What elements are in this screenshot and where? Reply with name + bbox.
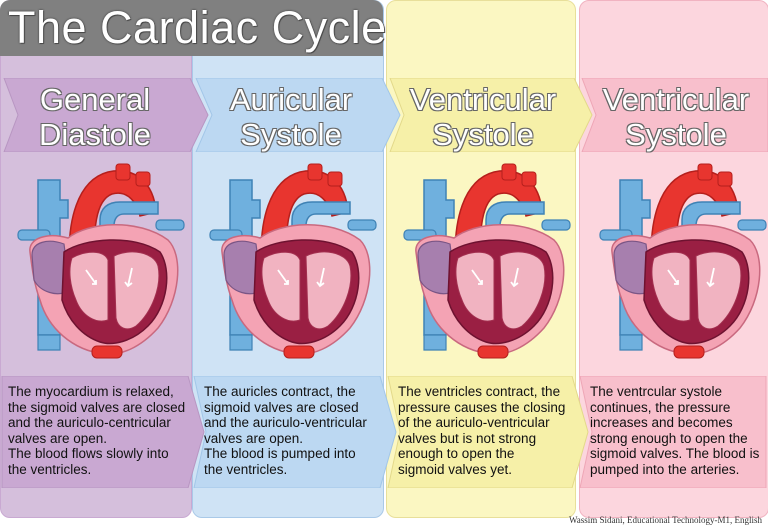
phase-heading-auricular: Auricular Systole [196, 82, 386, 152]
heading-line1: General [39, 82, 151, 117]
heading-line1: Ventricular [602, 82, 750, 117]
description-line: increases and becomes [590, 415, 733, 430]
description-line: the ventricles. [8, 461, 92, 477]
description-line: pumped into the arteries. [590, 461, 740, 477]
description-diastole: The myocardium is relaxed, the sigmoid v… [0, 376, 190, 488]
heading-line1: Ventricular [409, 82, 557, 117]
description-line: and the auriculo-ventricular [204, 415, 367, 430]
description-line: The blood is pumped into [204, 446, 356, 461]
title-bar [0, 0, 383, 56]
heart-auricular-illustration [209, 163, 377, 359]
desc-arrow-ventricular-2 [579, 376, 767, 488]
desc-arrow-diastole [1, 376, 205, 488]
arrow-auricular [195, 78, 401, 152]
description-line: sigmoid valves are closed [204, 399, 359, 415]
description-line: and the auriculo-centricular [8, 415, 171, 430]
description-line: The ventricles contract, the [398, 384, 561, 399]
description-line: of the auriculo-ventricular [398, 415, 550, 430]
description-line: enough to open the [398, 446, 515, 461]
heading-line2: Systole [432, 117, 534, 152]
desc-arrow-ventricular [387, 376, 589, 488]
arrow-ventricular-2 [581, 78, 768, 152]
description-line: valves are open. [204, 430, 304, 446]
credit-text: Wassim Sidani, Educational Technology-M1… [569, 515, 762, 525]
description-line: The auricles contract, the [204, 384, 356, 399]
heading-line2: Systole [240, 117, 342, 152]
description-arrows [1, 376, 767, 488]
description-line: sigmoid valves yet. [398, 461, 513, 477]
description-line: continues, the pressure [590, 399, 731, 415]
description-line: strong enough to open the [590, 430, 748, 446]
heading-line2: Systole [625, 117, 727, 152]
description-line: valves but is not strong [398, 430, 537, 446]
page-title: The Cardiac Cycle [8, 2, 387, 53]
description-line: valves are open. [8, 430, 108, 446]
heart-diastole-illustration [17, 163, 185, 359]
phase-heading-ventricular: Ventricular Systole [390, 82, 576, 152]
phase-arrows [3, 78, 768, 152]
description-line: The myocardium is relaxed, [8, 384, 174, 399]
description-auricular: The auricles contract, the sigmoid valve… [196, 376, 384, 488]
description-line: The ventrcular systole [590, 384, 723, 399]
desc-arrow-auricular [193, 376, 397, 488]
description-line: sigmoid valves. The blood is [590, 446, 760, 461]
description-line: the sigmoid valves are closed [8, 399, 186, 415]
arrow-ventricular [389, 78, 593, 152]
phase-heading-diastole: General Diastole [0, 82, 190, 152]
description-line: the ventricles. [204, 461, 288, 477]
description-line: The blood flows slowly into [8, 446, 169, 461]
description-ventricular: The ventricles contract, the pressure ca… [390, 376, 576, 488]
heading-line1: Auricular [229, 82, 353, 117]
heart-ventricular-illustration [403, 163, 571, 359]
heart-ventricular-2-illustration [599, 163, 767, 359]
phase-heading-ventricular-2: Ventricular Systole [584, 82, 768, 152]
heading-line2: Diastole [39, 117, 151, 152]
description-ventricular-2: The ventrcular systole continues, the pr… [582, 376, 768, 488]
description-line: pressure causes the closing [398, 399, 566, 415]
arrow-diastole [3, 78, 209, 152]
